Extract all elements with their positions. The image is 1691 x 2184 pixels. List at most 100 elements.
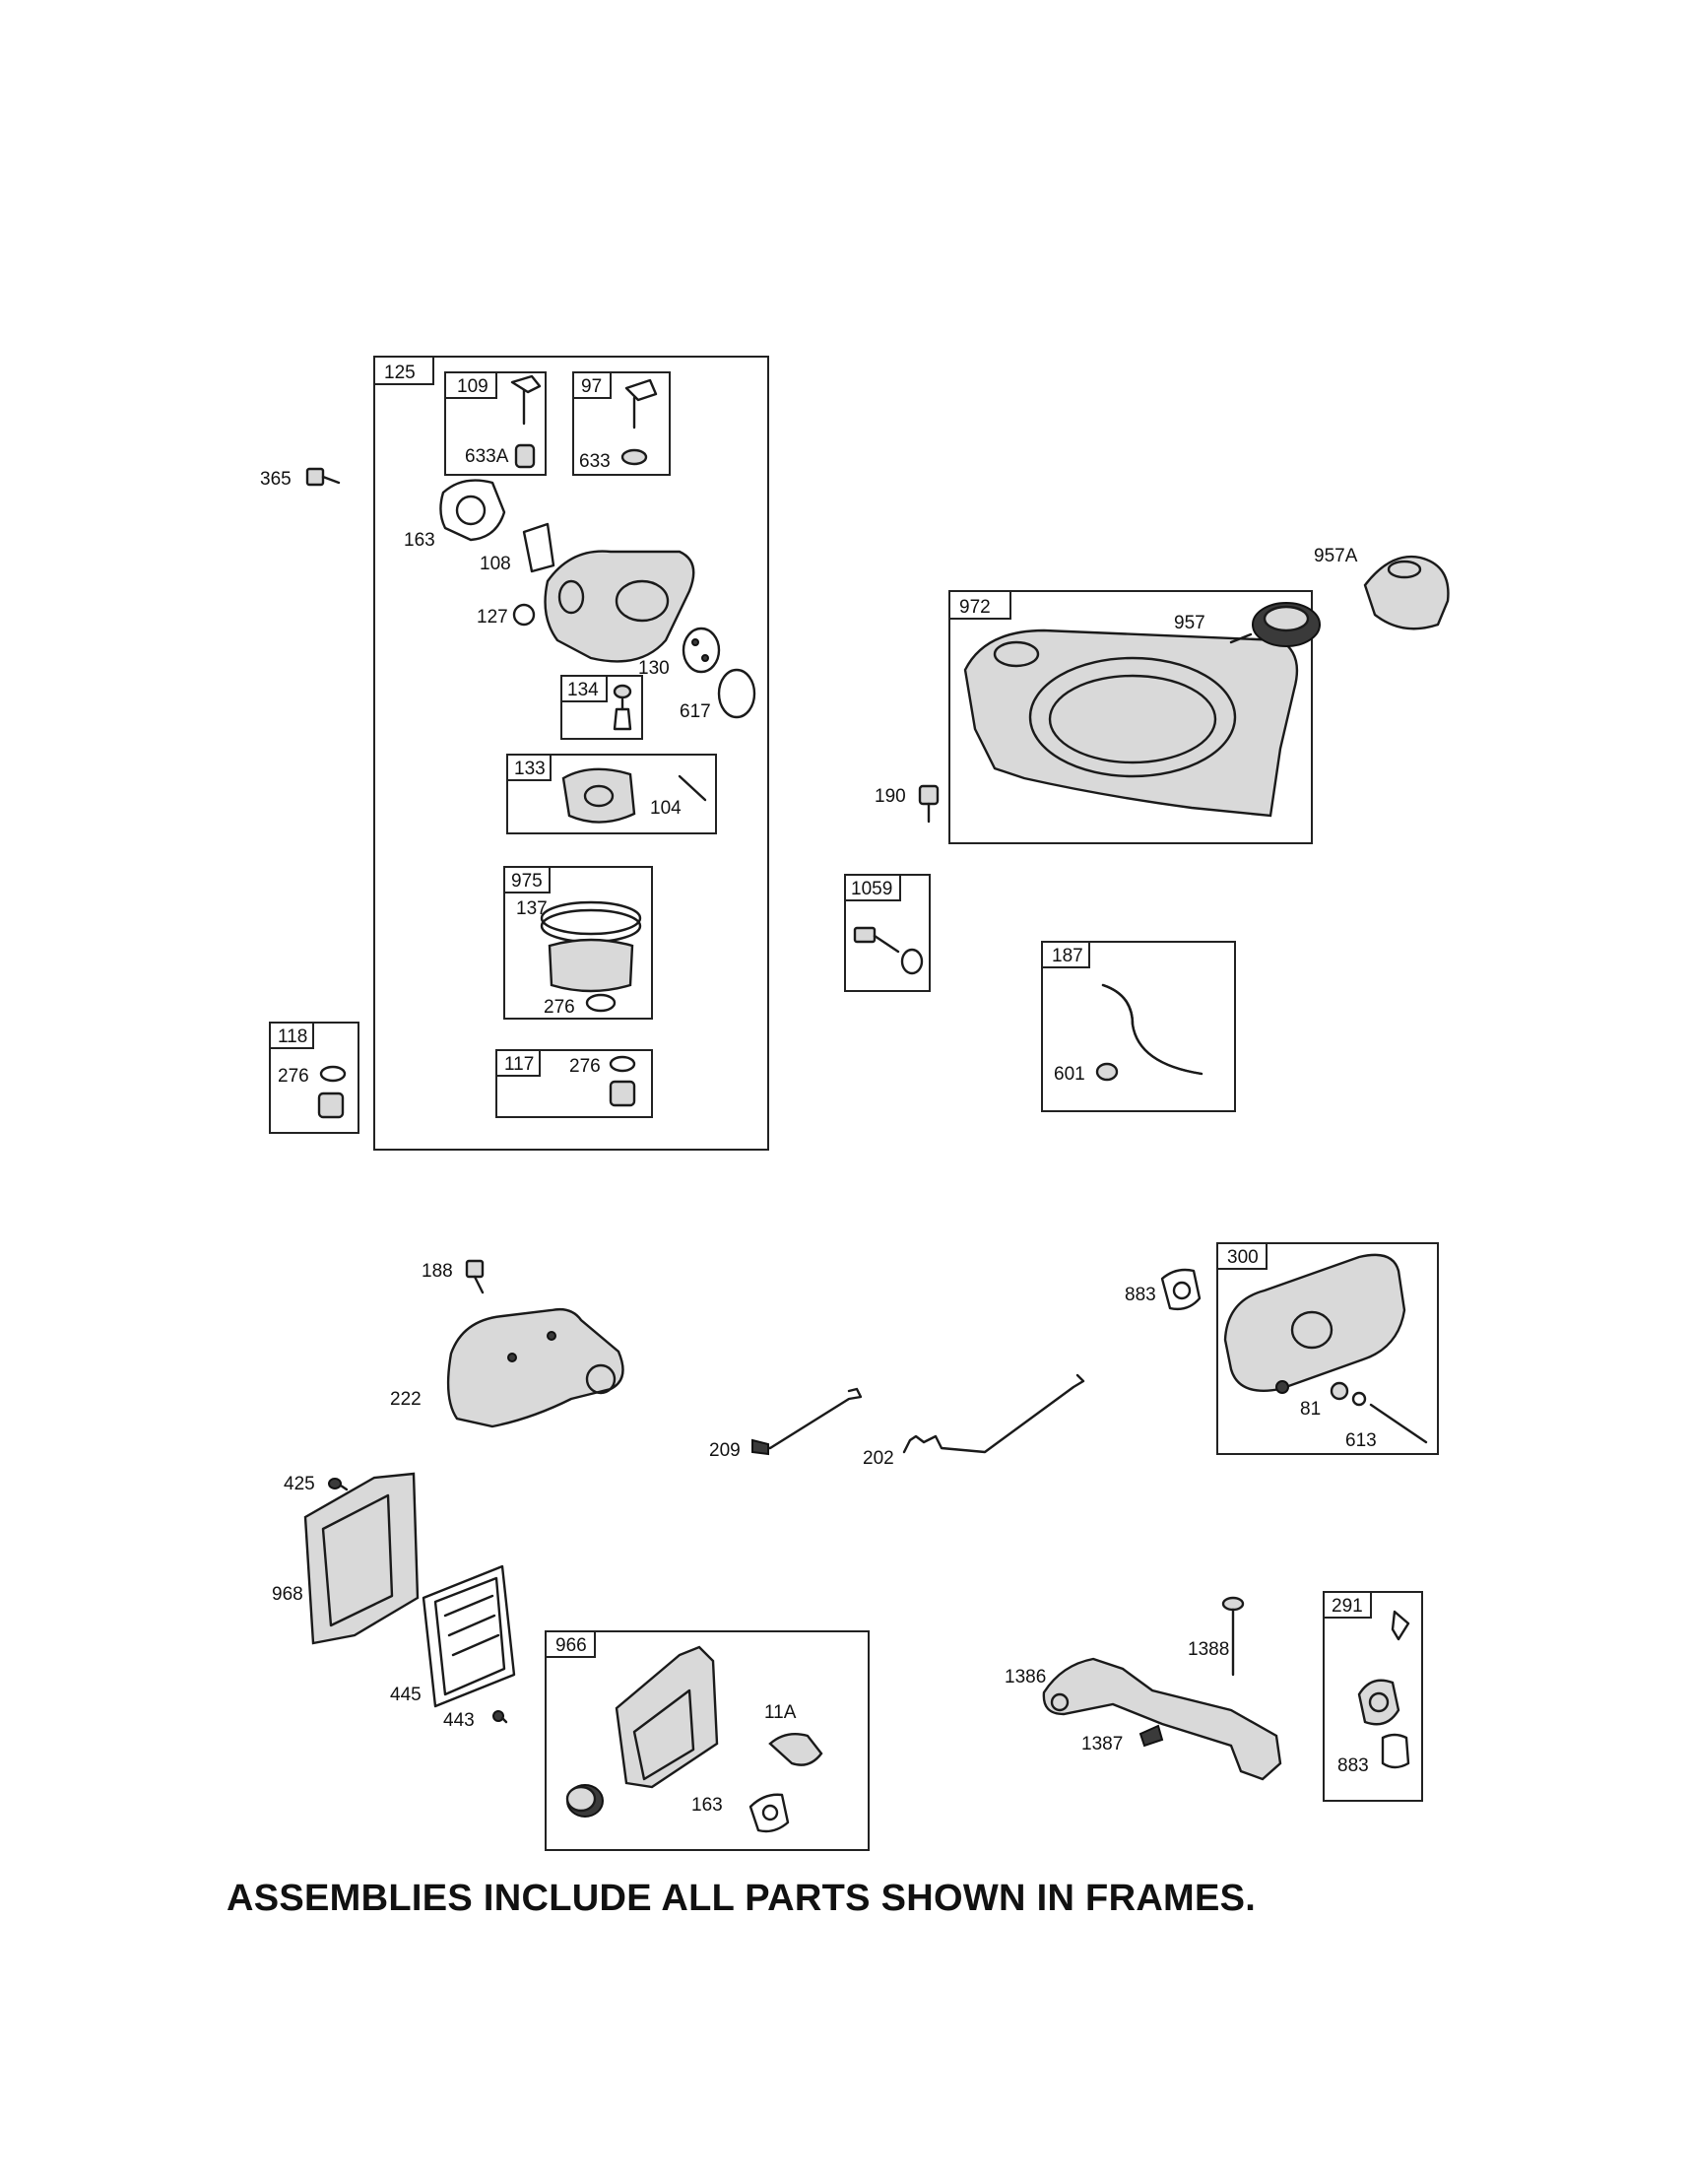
- fuel-cap-957A: [1363, 555, 1450, 630]
- label-633: 633: [579, 451, 611, 472]
- frame-133: 133 104: [506, 754, 717, 834]
- carburetor-gasket: [439, 479, 506, 542]
- hinge-pin-104: [678, 774, 707, 802]
- bolt-washer-1059: [853, 926, 924, 975]
- o-ring-1387: [1138, 1724, 1164, 1748]
- label-883-muffler: 883: [1125, 1285, 1156, 1305]
- label-883-breather: 883: [1337, 1755, 1369, 1776]
- label-190: 190: [875, 786, 906, 807]
- label-365: 365: [260, 469, 292, 490]
- label-130: 130: [638, 658, 670, 679]
- frame-97-tag: 97: [581, 376, 602, 397]
- label-163-top: 163: [404, 530, 435, 551]
- gasket-163-bottom: [748, 1793, 790, 1833]
- frame-972-tag: 972: [959, 597, 991, 618]
- label-108: 108: [480, 554, 511, 574]
- muffler-part: [1223, 1253, 1406, 1394]
- frame-125: 125: [373, 356, 769, 1151]
- label-1386: 1386: [1005, 1667, 1046, 1688]
- air-cleaner-base-968: [303, 1472, 420, 1645]
- label-1388: 1388: [1188, 1639, 1229, 1660]
- label-202: 202: [863, 1448, 894, 1469]
- carburetor-body: [544, 550, 695, 663]
- fuel-line-part: [1095, 983, 1203, 1082]
- label-104: 104: [650, 798, 682, 819]
- float-part: [561, 767, 636, 824]
- label-81: 81: [1300, 1399, 1321, 1420]
- label-1387: 1387: [1081, 1734, 1123, 1754]
- label-188: 188: [422, 1261, 453, 1282]
- float-bowl-part: [540, 900, 642, 1013]
- label-957: 957: [1174, 613, 1205, 633]
- inlet-needle-part: [613, 684, 632, 731]
- frame-975-tag: 975: [511, 871, 543, 892]
- frame-291-tag: 291: [1332, 1596, 1363, 1617]
- label-276-975: 276: [544, 997, 575, 1018]
- label-276-118: 276: [278, 1066, 309, 1087]
- label-617: 617: [680, 701, 711, 722]
- label-425: 425: [284, 1474, 315, 1494]
- frame-117-tag: 117: [504, 1054, 534, 1075]
- fitting-190: [918, 784, 940, 824]
- governor-link-202: [902, 1373, 1085, 1454]
- label-137: 137: [516, 898, 548, 919]
- label-222: 222: [390, 1389, 422, 1410]
- label-276-117: 276: [569, 1056, 601, 1077]
- idle-valve-part: [620, 378, 658, 466]
- carburetor-plate: [522, 522, 555, 573]
- bowl-nut-118: [317, 1065, 347, 1119]
- label-209: 209: [709, 1440, 741, 1461]
- frame-187: 187 601: [1041, 941, 1236, 1112]
- frame-134: 134: [560, 675, 643, 740]
- bolt-188: [465, 1259, 485, 1294]
- screw-425: [328, 1478, 349, 1491]
- gasket-883-muffler: [1160, 1268, 1202, 1311]
- frame-117: 117 276: [495, 1049, 653, 1118]
- choke-elbow-11A: [768, 1733, 823, 1766]
- label-445: 445: [390, 1685, 422, 1705]
- label-443: 443: [443, 1710, 475, 1731]
- gasket-617: [717, 668, 756, 719]
- screw-443: [492, 1710, 508, 1724]
- screw-81: [1330, 1381, 1367, 1407]
- label-613: 613: [1345, 1430, 1377, 1451]
- frame-975: 975 137 276: [503, 866, 653, 1020]
- frame-118: 118 276: [269, 1022, 359, 1134]
- frame-966: 966 11A 163: [545, 1630, 870, 1851]
- control-bracket-222: [446, 1307, 624, 1428]
- frame-1059-tag: 1059: [851, 879, 892, 899]
- air-cleaner-kit-part: [565, 1645, 719, 1818]
- label-968: 968: [272, 1584, 303, 1605]
- diaphragm-130: [682, 627, 721, 674]
- frame-97: 97 633: [572, 371, 671, 476]
- bowl-nut-117: [609, 1055, 636, 1107]
- frame-966-tag: 966: [555, 1635, 587, 1656]
- tube-1386: [1042, 1657, 1282, 1781]
- bolt-365: [305, 467, 341, 487]
- frame-133-tag: 133: [514, 759, 546, 779]
- frame-300-tag: 300: [1227, 1247, 1259, 1268]
- frame-1059: 1059: [844, 874, 931, 992]
- frame-300: 300 81 613: [1216, 1242, 1439, 1455]
- needle-valve-part: [510, 374, 542, 469]
- breather-assembly-part: [1357, 1610, 1410, 1769]
- fuel-tank-part: [963, 629, 1299, 818]
- frame-125-tag: 125: [384, 363, 416, 383]
- frame-118-tag: 118: [278, 1026, 307, 1047]
- label-127: 127: [477, 607, 508, 628]
- o-ring-127: [512, 603, 536, 627]
- frame-291: 291 883: [1323, 1591, 1423, 1802]
- label-601: 601: [1054, 1064, 1085, 1085]
- label-957A: 957A: [1314, 546, 1358, 566]
- frame-109-tag: 109: [457, 376, 488, 397]
- dipstick-1388: [1221, 1596, 1245, 1677]
- fuel-filter-957: [1229, 602, 1321, 647]
- assemblies-note: ASSEMBLIES INCLUDE ALL PARTS SHOWN IN FR…: [227, 1878, 1257, 1919]
- frame-109: 109 633A: [444, 371, 547, 476]
- air-filter-445: [422, 1564, 516, 1708]
- frame-972: 972: [948, 590, 1313, 844]
- stud-613: [1369, 1403, 1428, 1444]
- label-163-bottom: 163: [691, 1795, 723, 1816]
- frame-134-tag: 134: [567, 680, 599, 700]
